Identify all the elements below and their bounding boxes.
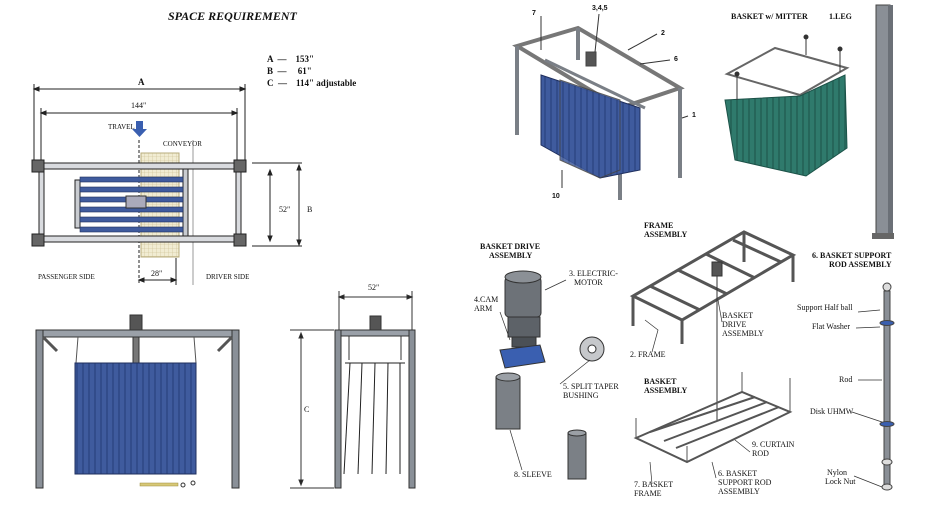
dim-letter: B xyxy=(267,66,274,76)
electric-motor-label-1: 3. ELECTRIC- xyxy=(569,269,618,278)
plan-dim-52: 52" xyxy=(279,205,291,214)
rod-label: Rod xyxy=(839,375,853,384)
callout-6: 6 xyxy=(674,56,678,63)
cam-arm-label-1: 4.CAM xyxy=(474,295,499,304)
leader-lines xyxy=(499,279,883,488)
frame-assembly-title-1: FRAME xyxy=(644,221,674,230)
dim-c-row: C — 114" adjustable xyxy=(267,78,357,88)
callout-345: 3,4,5 xyxy=(592,5,608,12)
callout-2: 2 xyxy=(661,30,665,37)
plan-driver-side: DRIVER SIDE xyxy=(206,273,250,281)
dim-value: 61" xyxy=(297,66,312,76)
nylon-lock-nut-label-2: Lock Nut xyxy=(825,477,856,486)
leg-label: 1.LEG xyxy=(829,12,852,21)
basket-drive-drawing xyxy=(495,270,605,480)
leg-drawing xyxy=(872,4,894,239)
disk-uhmw-label: Disk UHMW xyxy=(810,407,854,416)
frame-basket-drive-3: ASSEMBLY xyxy=(722,329,764,338)
side-elevation xyxy=(290,291,416,489)
plan-dim-b: B xyxy=(307,205,313,214)
basket-support-rod-label-2: SUPPORT ROD xyxy=(718,478,772,487)
callout-10: 10 xyxy=(552,193,560,200)
frame-assembly-drawing xyxy=(629,230,797,420)
callout-7: 7 xyxy=(532,10,536,17)
basket-assembly-drawing xyxy=(633,372,793,464)
iso-frame-assembly xyxy=(512,13,689,200)
split-taper-bushing-label-1: 5. SPLIT TAPER xyxy=(563,382,619,391)
frame-label: 2. FRAME xyxy=(630,350,666,359)
dim-value: 153" xyxy=(295,54,315,64)
dim-letter: C xyxy=(267,78,274,88)
basket-assembly-title-1: BASKET xyxy=(644,377,677,386)
basket-support-rod-label-1: 6. BASKET xyxy=(718,469,758,478)
plan-dim-28: 28" xyxy=(151,269,163,278)
support-half-ball-label: Support Half ball xyxy=(797,303,853,312)
frame-assembly-title-2: ASSEMBLY xyxy=(644,230,688,239)
basket-drive-title-1: BASKET DRIVE xyxy=(480,242,541,251)
page-title: SPACE REQUIREMENT xyxy=(168,9,297,23)
basket-drive-title-2: ASSEMBLY xyxy=(489,251,533,260)
elev-dim-52: 52" xyxy=(368,283,380,292)
support-rod-drawing xyxy=(879,282,895,491)
basket-support-rod-label-3: ASSEMBLY xyxy=(718,487,760,496)
dim-a-row: A — 153" xyxy=(267,54,315,64)
cam-arm-label-2: ARM xyxy=(474,304,493,313)
electric-motor-label-2: MOTOR xyxy=(574,278,603,287)
flat-washer-label: Flat Washer xyxy=(812,322,851,331)
basket-mitter-label: BASKET w/ MITTER xyxy=(731,12,808,21)
front-elevation xyxy=(35,314,240,489)
basket-mitter-drawing xyxy=(724,34,850,177)
curtain-rod-label-2: ROD xyxy=(752,449,769,458)
basket-frame-label-2: FRAME xyxy=(634,489,662,498)
dim-b-row: B — 61" xyxy=(267,66,312,76)
callout-1: 1 xyxy=(692,112,696,119)
dim-value: 114" adjustable xyxy=(296,78,357,88)
plan-travel: TRAVEL xyxy=(108,123,135,131)
travel-arrow-icon xyxy=(132,121,147,137)
support-rod-title-1: 6. BASKET SUPPORT xyxy=(812,251,892,260)
elev-dim-c: C xyxy=(304,405,310,414)
curtain-rod-label-1: 9. CURTAIN xyxy=(752,440,795,449)
plan-dim-144: 144" xyxy=(131,101,147,110)
basket-assembly-title-2: ASSEMBLY xyxy=(644,386,688,395)
support-rod-title-2: ROD ASSEMBLY xyxy=(829,260,892,269)
split-taper-bushing-label-2: BUSHING xyxy=(563,391,599,400)
frame-basket-drive-1: BASKET xyxy=(722,311,754,320)
basket-frame-label-1: 7. BASKET xyxy=(634,480,674,489)
nylon-lock-nut-label-1: Nylon xyxy=(827,468,847,477)
sleeve-label: 8. SLEEVE xyxy=(514,470,552,479)
dim-letter: A xyxy=(267,54,274,64)
plan-view xyxy=(31,84,302,285)
frame-basket-drive-2: DRIVE xyxy=(722,320,747,329)
plan-dim-a: A xyxy=(138,77,145,87)
plan-passenger-side: PASSENGER SIDE xyxy=(38,273,95,281)
plan-conveyor: CONVEYOR xyxy=(163,140,202,148)
